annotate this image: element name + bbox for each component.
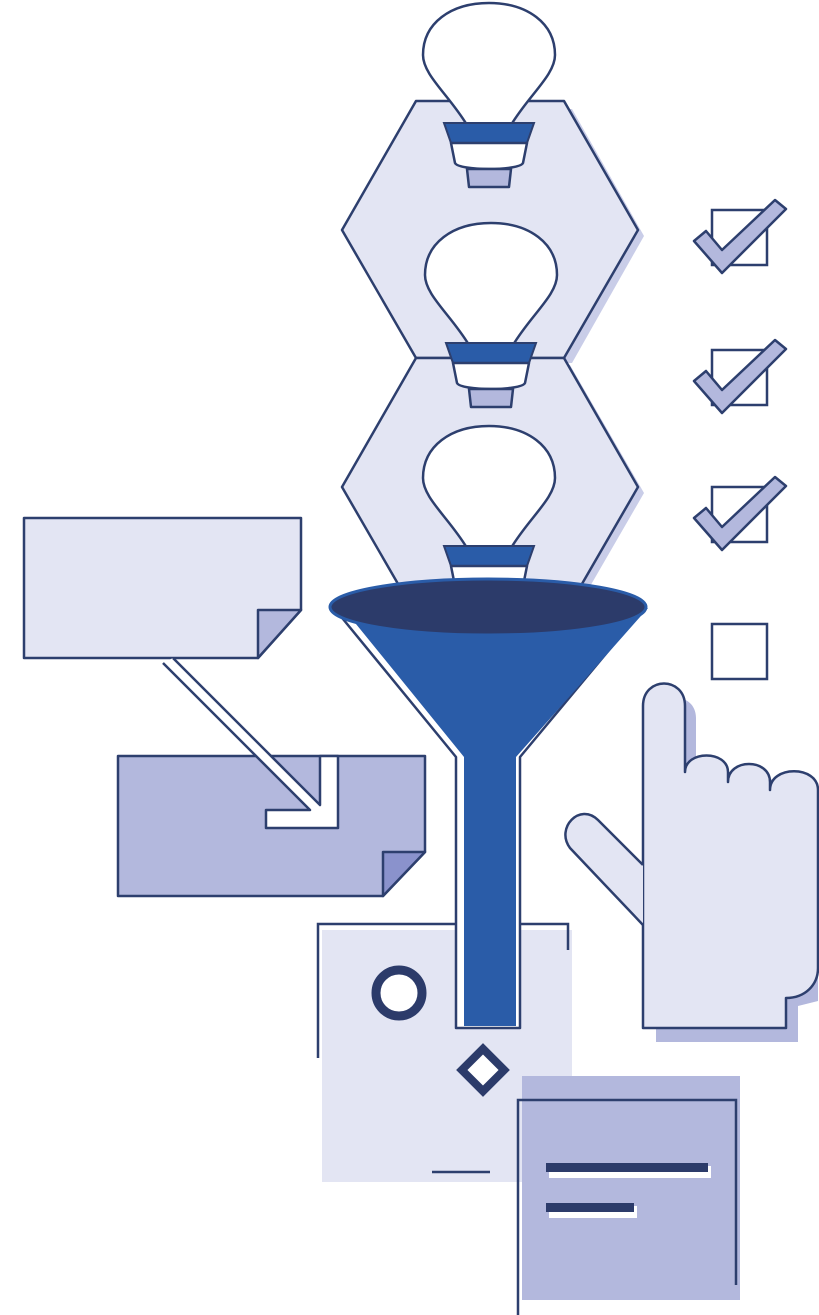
checkbox-empty-icon bbox=[710, 622, 769, 681]
circle-icon bbox=[371, 965, 427, 1021]
pointing-hand-icon bbox=[564, 682, 819, 1042]
checkbox-checked-icon bbox=[692, 198, 788, 275]
lightbulb-icon bbox=[421, 1, 557, 189]
arrow-icon bbox=[162, 657, 340, 830]
sticky-note-icon bbox=[22, 516, 303, 660]
checkbox-checked-icon bbox=[692, 475, 788, 552]
lightbulb-icon bbox=[423, 221, 559, 409]
checkbox-checked-icon bbox=[692, 338, 788, 415]
document-icon bbox=[516, 1076, 740, 1315]
funnel-icon bbox=[328, 577, 648, 1030]
diamond-icon bbox=[456, 1043, 510, 1097]
